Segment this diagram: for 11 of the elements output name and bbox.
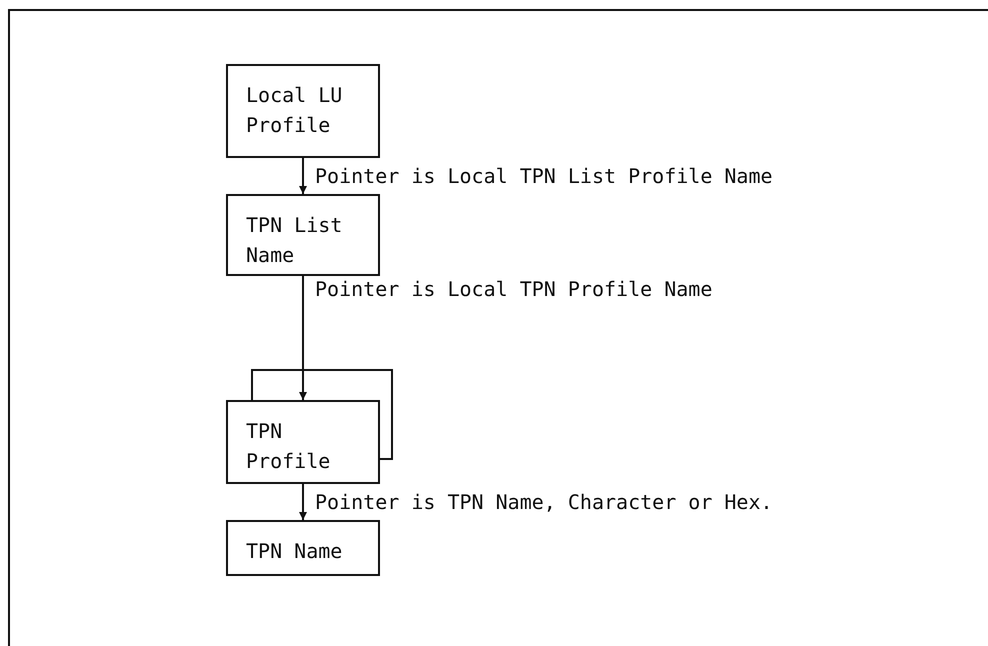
- box-label: TPN Profile: [246, 418, 332, 475]
- arrow: [299, 276, 307, 400]
- process-box: [226, 400, 380, 484]
- process-box: [226, 520, 380, 576]
- arrow: [299, 484, 307, 520]
- box-label: TPN List Name: [246, 212, 344, 269]
- process-box: [226, 194, 380, 276]
- arrow: [299, 158, 307, 194]
- box-label: Local LU Profile: [246, 82, 344, 139]
- process-box: [226, 64, 380, 158]
- box-label: TPN Name: [246, 538, 344, 565]
